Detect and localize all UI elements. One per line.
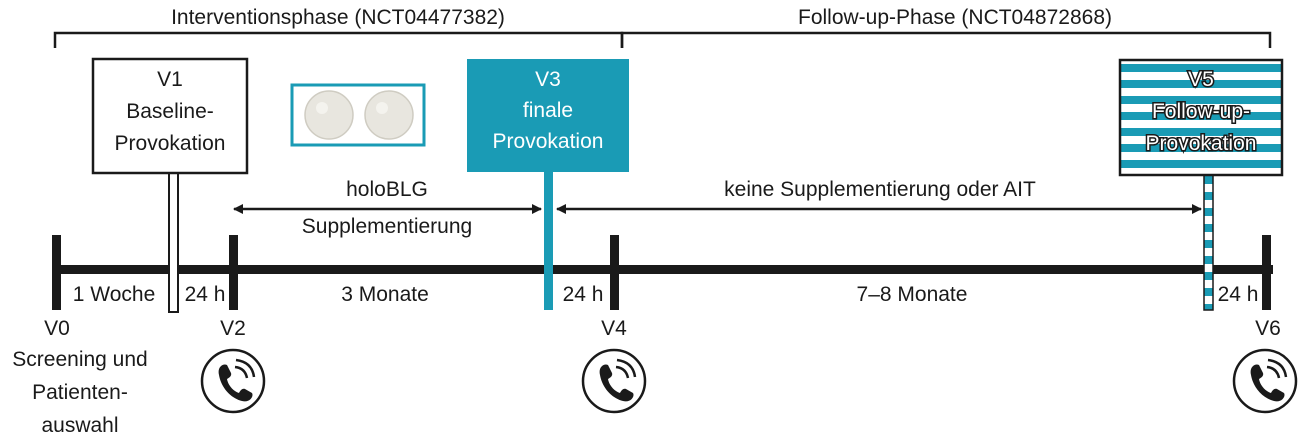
followup-phase-label: Follow-up-Phase (NCT04872868) — [798, 6, 1112, 29]
supplement-arrow-label2: Supplementierung — [302, 215, 472, 238]
followup-bracket — [620, 31, 1272, 48]
v3-box-line1: V3 — [535, 68, 561, 91]
v2-label: V2 — [220, 317, 246, 340]
v3-box-line2: finale — [523, 99, 573, 122]
v4-label: V4 — [601, 317, 627, 340]
v3-visit: V3 finale Provokation — [467, 59, 629, 310]
v5-visit: V5 Follow-up- Provokation — [1118, 58, 1284, 311]
phone-call-icon — [1232, 348, 1298, 414]
duration-7-8-months: 7–8 Monate — [857, 283, 968, 306]
duration-3-months: 3 Monate — [341, 283, 429, 306]
pill-tablets-icon — [290, 83, 426, 147]
no-supplement-arrow-label: keine Supplementierung oder AIT — [724, 178, 1036, 201]
v5-stem — [1203, 173, 1214, 311]
v1-box-line3: Provokation — [115, 132, 226, 155]
intervention-phase: Interventionsphase (NCT04477382) — [53, 6, 624, 48]
no-supplement-arrow: keine Supplementierung oder AIT — [556, 178, 1202, 214]
v1-box — [91, 57, 249, 175]
tick-v6 — [1262, 235, 1271, 310]
duration-1-week: 1 Woche — [73, 283, 156, 306]
v3-stem — [544, 170, 553, 310]
phone-call-icon — [581, 348, 647, 414]
duration-24h-3: 24 h — [1218, 283, 1259, 306]
phone-call-icon — [200, 348, 266, 414]
duration-24h-1: 24 h — [185, 283, 226, 306]
v3-box — [467, 59, 629, 172]
intervention-phase-label: Interventionsphase (NCT04477382) — [171, 6, 505, 29]
intervention-bracket — [53, 31, 624, 48]
v5-box-line2: Follow-up- — [1152, 100, 1250, 123]
tick-v4 — [610, 235, 619, 310]
v6-label: V6 — [1255, 317, 1281, 340]
visit-labels: V0 Screening und Patienten- auswahl V2 V… — [12, 317, 1281, 437]
v0-label: V0 — [44, 317, 70, 340]
supplement-arrow: holoBLG Supplementierung — [233, 178, 542, 238]
followup-phase: Follow-up-Phase (NCT04872868) — [620, 6, 1272, 48]
tick-v2 — [229, 235, 238, 310]
v1-visit: V1 Baseline- Provokation — [91, 57, 249, 313]
duration-24h-2: 24 h — [563, 283, 604, 306]
v1-stem — [168, 171, 179, 313]
tick-v0 — [52, 235, 61, 310]
v1-box-line1: V1 — [157, 68, 183, 91]
timeline — [52, 235, 1273, 310]
v1-box-line2: Baseline- — [126, 100, 214, 123]
v5-box-line1: V5 — [1188, 68, 1214, 91]
v0-desc-line2: Patienten- — [32, 381, 128, 404]
v3-box-line3: Provokation — [493, 130, 604, 153]
supplement-arrow-label1: holoBLG — [346, 178, 428, 201]
v0-desc-line1: Screening und — [12, 348, 147, 371]
timeline-bar — [55, 265, 1273, 274]
v0-desc-line3: auswahl — [41, 414, 118, 437]
v5-box — [1118, 58, 1284, 177]
durations: 1 Woche 24 h 3 Monate 24 h 7–8 Monate 24… — [73, 283, 1259, 306]
v5-box-line3: Provokation — [1146, 132, 1257, 155]
